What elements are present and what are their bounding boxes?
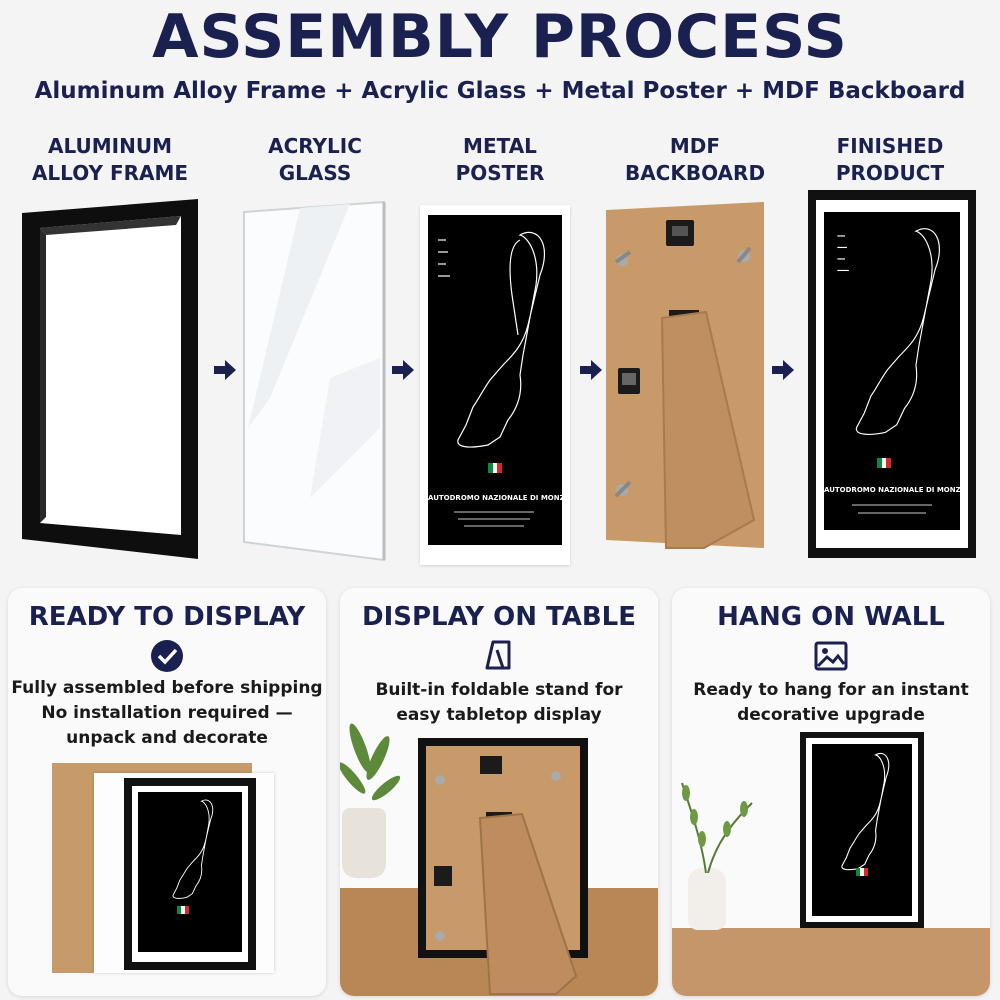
boxed-frame [124, 778, 256, 970]
finished-flag-icon [877, 458, 892, 468]
poster-title: AUTODROMO NAZIONALE DI MONZA [428, 494, 571, 502]
panel-ready-to-display: READY TO DISPLAY Fully assembled before … [8, 588, 326, 996]
panel-heading: READY TO DISPLAY [28, 602, 306, 632]
panel-display-on-table: DISPLAY ON TABLE Built-in foldable stand… [340, 588, 658, 996]
arrow-icon-1 [212, 358, 238, 382]
plant-icon [340, 723, 401, 801]
acrylic-glass-illustration [243, 200, 386, 562]
panel-hang-on-wall: HANG ON WALL Ready to hang for an instan… [672, 588, 990, 996]
wall-frame [800, 732, 924, 928]
panel-description: Fully assembled before shipping No insta… [11, 678, 323, 748]
panel-heading: DISPLAY ON TABLE [361, 602, 636, 632]
page-subtitle: Aluminum Alloy Frame + Acrylic Glass + M… [34, 78, 966, 104]
panel-heading: HANG ON WALL [717, 602, 945, 632]
page-title: ASSEMBLY PROCESS [152, 2, 848, 72]
aluminum-frame-illustration [22, 199, 198, 559]
vase [688, 868, 726, 930]
plant-pot [342, 808, 386, 878]
branch-icon [681, 782, 753, 873]
panel-description: Built-in foldable stand for easy tableto… [375, 680, 623, 725]
italy-flag-icon [488, 463, 503, 473]
mdf-backboard-illustration [606, 202, 764, 549]
metal-poster: AUTODROMO NAZIONALE DI MONZA [420, 205, 570, 565]
panel-description: Ready to hang for an instant decorative … [693, 680, 969, 725]
track-map-icon [438, 231, 545, 448]
check-circle-icon [149, 638, 185, 674]
finished-poster-title: AUTODROMO NAZIONALE DI MONZA [824, 486, 967, 494]
finished-product: AUTODROMO NAZIONALE DI MONZA [808, 190, 976, 558]
finished-track-map-icon [837, 228, 940, 435]
arrow-icon-4 [770, 358, 796, 382]
arrow-icon-3 [578, 358, 604, 382]
frame-stand-icon [481, 638, 517, 674]
arrow-icon-2 [390, 358, 416, 382]
picture-icon [813, 638, 849, 674]
